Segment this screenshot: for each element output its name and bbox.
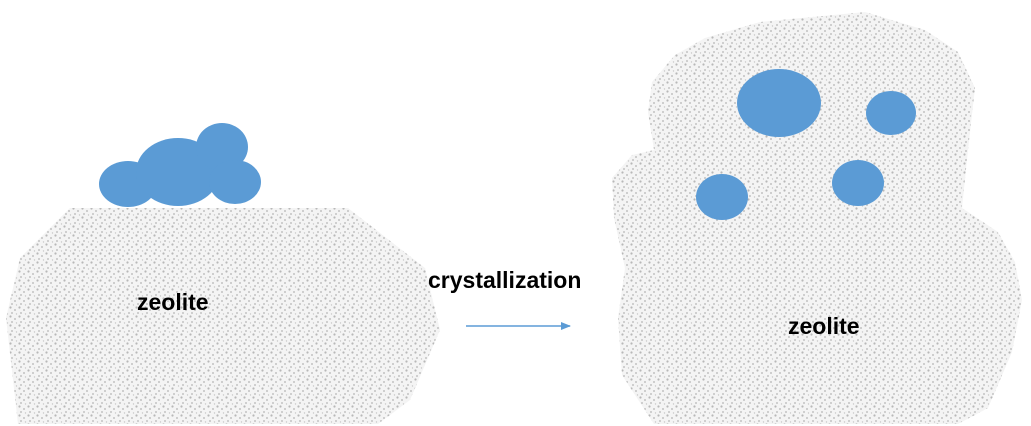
embedded-crystal <box>866 91 916 135</box>
embedded-crystal <box>832 160 884 206</box>
process-step: crystallization <box>428 267 581 330</box>
right-zeolite-label: zeolite <box>788 313 860 339</box>
surface-crystal <box>209 160 261 204</box>
embedded-crystal <box>737 69 821 137</box>
right-zeolite-group: zeolite <box>612 12 1022 424</box>
embedded-crystal <box>696 174 748 220</box>
left-zeolite-block <box>6 208 440 424</box>
surface-crystal <box>196 123 248 171</box>
left-zeolite-group: zeolite <box>6 123 440 424</box>
right-zeolite-block <box>612 12 1022 424</box>
crystallization-label: crystallization <box>428 267 581 293</box>
embedded-crystals <box>696 69 916 220</box>
left-zeolite-label: zeolite <box>137 289 209 315</box>
surface-crystal-cluster <box>99 123 261 207</box>
